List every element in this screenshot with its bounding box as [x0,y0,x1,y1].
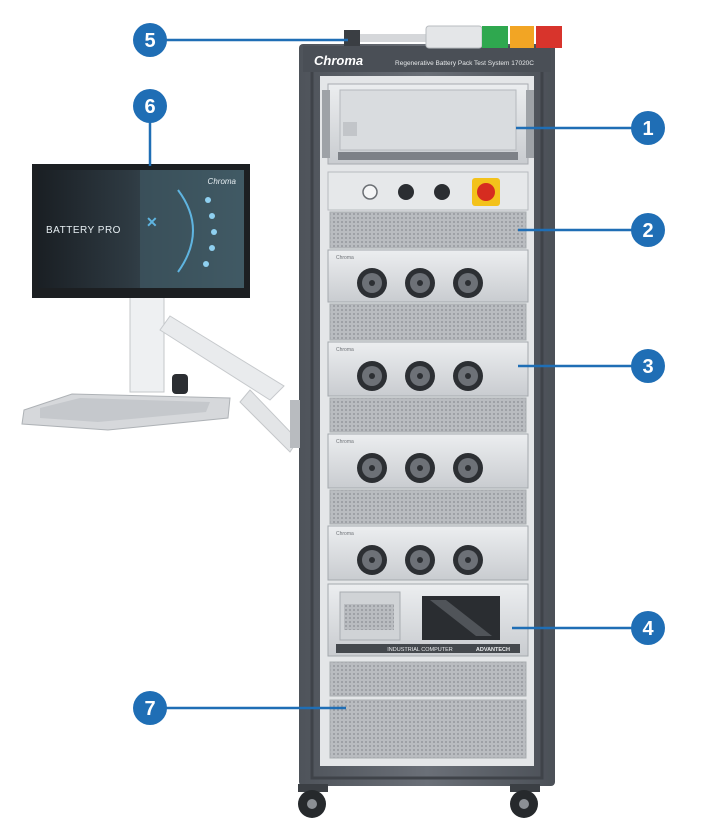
control-panel [327,171,529,211]
screen-title: BATTERY PRO [46,225,121,236]
callout-3: 3 [518,349,665,383]
controller-chassis [322,83,534,165]
callout-number: 2 [642,220,653,242]
callout-number: 6 [144,96,155,118]
callout-number: 1 [642,118,653,140]
ventilation-panel [329,211,527,249]
module-brand: Chroma [336,255,354,261]
ventilation-panel [329,661,527,697]
module-brand: Chroma [336,347,354,353]
stack-light [344,25,562,49]
ventilation-panel [329,397,527,433]
power-module: Chroma [327,341,529,397]
callout-number: 7 [144,698,155,720]
power-module: Chroma [327,433,529,489]
callout-6: 6 [133,89,167,166]
industrial-computer-brand: ADVANTECH [476,647,510,653]
caster-wheel [510,784,540,818]
industrial-computer-label: INDUSTRIAL COMPUTER [387,647,453,653]
module-brand: Chroma [336,439,354,445]
screen-brand: Chroma [208,177,237,186]
monitor: BATTERY PRO ✕ Chroma [32,164,250,298]
callout-5: 5 [133,23,348,57]
caster-wheel [298,784,328,818]
ventilation-panel [329,303,527,341]
callout-2: 2 [518,213,665,247]
industrial-computer: INDUSTRIAL COMPUTER ADVANTECH [327,583,529,657]
power-module: Chroma [327,525,529,581]
callout-1: 1 [516,111,665,145]
monitor-arm [129,295,300,453]
ventilation-panel [329,489,527,525]
callout-number: 3 [642,356,653,378]
power-module: Chroma [327,249,529,303]
cabinet-model-label: Regenerative Battery Pack Test System 17… [395,60,534,67]
callout-7: 7 [133,691,346,725]
ventilation-panel [329,699,527,759]
cabinet-brand: Chroma [314,53,363,68]
keyboard-tray [21,393,231,431]
screen-logo-x: ✕ [146,214,158,230]
callout-4: 4 [512,611,665,645]
module-brand: Chroma [336,531,354,537]
callout-number: 4 [642,618,654,640]
callout-number: 5 [144,30,155,52]
